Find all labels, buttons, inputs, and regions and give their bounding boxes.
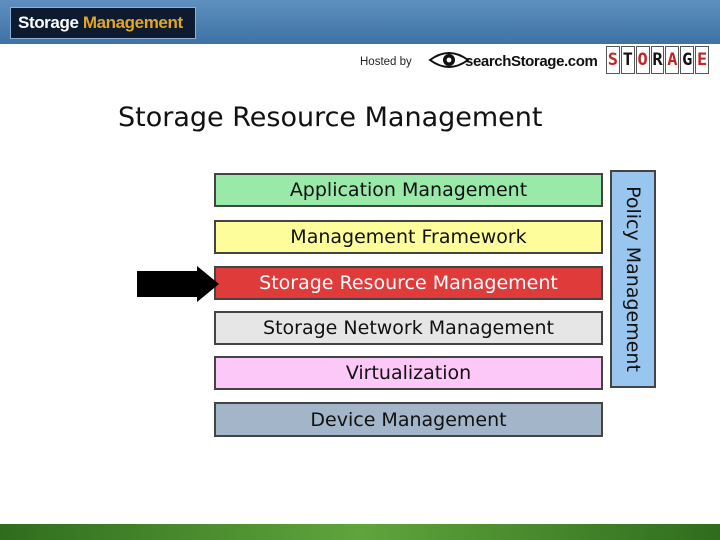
logo-letter: S: [606, 46, 620, 74]
logo-letter: A: [665, 46, 680, 74]
logo-letter: G: [680, 46, 695, 74]
layer-label: Device Management: [310, 408, 507, 431]
header-white-strip: [0, 44, 720, 78]
search-storage-logo: searchStorage.com: [465, 53, 598, 70]
layer-label: Management Framework: [290, 226, 527, 248]
page-title: Storage Resource Management: [118, 102, 543, 133]
storage-magazine-logo: S T O R A G E: [606, 46, 710, 74]
logo-word-management: Management: [82, 13, 183, 32]
logo-text: Storage Management: [18, 13, 183, 33]
logo-letter: R: [650, 46, 665, 74]
layer-label: Storage Network Management: [263, 317, 554, 339]
layer-storage-resource-management: Storage Resource Management: [214, 266, 603, 300]
layer-label: Storage Resource Management: [259, 272, 558, 294]
layer-management-framework: Management Framework: [214, 220, 603, 254]
eye-icon: [428, 52, 470, 68]
logo-word-storage: Storage: [18, 13, 79, 32]
header-band: Storage Management Hosted by searchStora…: [0, 0, 720, 78]
layer-storage-network-management: Storage Network Management: [214, 311, 603, 345]
layer-device-management: Device Management: [214, 402, 603, 437]
policy-management-label: Policy Management: [622, 186, 644, 372]
logo-letter: O: [635, 46, 650, 74]
layer-application-management: Application Management: [214, 173, 603, 207]
storage-management-logo: [10, 7, 196, 39]
policy-management-bar: [610, 170, 656, 388]
logo-letter: T: [620, 46, 635, 74]
arrow-right-icon: [137, 266, 219, 302]
layer-label: Application Management: [289, 179, 528, 201]
hosted-by-label: Hosted by: [360, 56, 412, 68]
layer-virtualization: Virtualization: [214, 356, 603, 390]
layer-label: Virtualization: [345, 362, 472, 384]
footer-band: [0, 524, 720, 540]
logo-letter: E: [695, 46, 710, 74]
